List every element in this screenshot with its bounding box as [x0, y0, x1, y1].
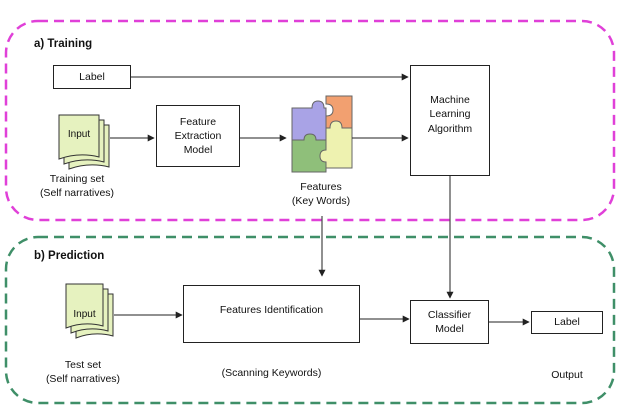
features-line1: Features [300, 181, 342, 193]
training-set-caption: Training set (Self narratives) [22, 172, 132, 200]
training-set-line2: (Self narratives) [39, 187, 115, 200]
feature-extraction-model-box: Feature Extraction Model [156, 105, 240, 167]
training-set-line1: Training set [49, 173, 105, 185]
classifier-line2: Model [435, 323, 464, 335]
features-caption: Features (Key Words) [270, 180, 372, 208]
classifier-model-box: Classifier Model [410, 300, 489, 344]
output-label-text: Label [554, 316, 580, 329]
features-line2: (Key Words) [291, 195, 351, 208]
machine-learning-algorithm-box: Machine Learning Algorithm [410, 65, 490, 176]
ml-line3: Algorithm [427, 122, 473, 135]
training-label-text: Label [79, 70, 105, 83]
prediction-region-border [4, 235, 616, 405]
features-identification-box: Features Identification [183, 285, 360, 343]
feature-extraction-line2: Extraction [174, 129, 222, 142]
output-caption: Output [551, 369, 583, 381]
feature-extraction-line3: Model [183, 144, 213, 157]
test-set-caption: Test set (Self narratives) [28, 358, 138, 386]
test-set-line2: (Self narratives) [45, 373, 121, 386]
prediction-title: b) Prediction [34, 250, 105, 262]
test-input-document-icon [65, 283, 114, 339]
output-label-box: Label [531, 311, 603, 334]
features-identification-text: Features Identification [219, 303, 324, 316]
test-input-text: Input [73, 309, 96, 320]
ml-line2: Learning [429, 108, 471, 121]
training-region-border [4, 19, 616, 222]
classifier-line1: Classifier [427, 308, 472, 321]
training-input-document-icon [58, 114, 110, 170]
ml-line1: Machine [430, 94, 470, 107]
puzzle-features-icon [291, 95, 353, 173]
training-label-box: Label [53, 65, 131, 89]
scanning-keywords-caption: (Scanning Keywords) [221, 367, 322, 379]
training-input-text: Input [67, 129, 91, 140]
test-set-line1: Test set [64, 359, 102, 371]
training-title: a) Training [34, 38, 93, 50]
feature-extraction-line1: Feature [179, 115, 217, 128]
